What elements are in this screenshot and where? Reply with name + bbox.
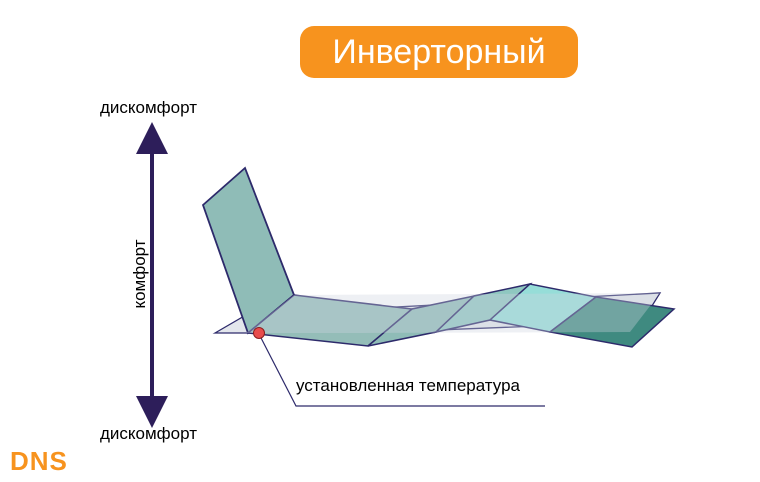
title-badge: Инверторный xyxy=(300,26,578,78)
band-segment-5 xyxy=(548,296,676,348)
setpoint-label: установленная температура xyxy=(296,376,521,395)
setpoint-leader-line xyxy=(258,333,545,407)
setpoint-dot xyxy=(253,327,265,339)
overlay-plane xyxy=(246,293,660,333)
axis-bottom-label: дискомфорт xyxy=(100,424,197,443)
axis-top-label: дискомфорт xyxy=(100,98,197,117)
dns-logo: DNS xyxy=(10,446,68,476)
